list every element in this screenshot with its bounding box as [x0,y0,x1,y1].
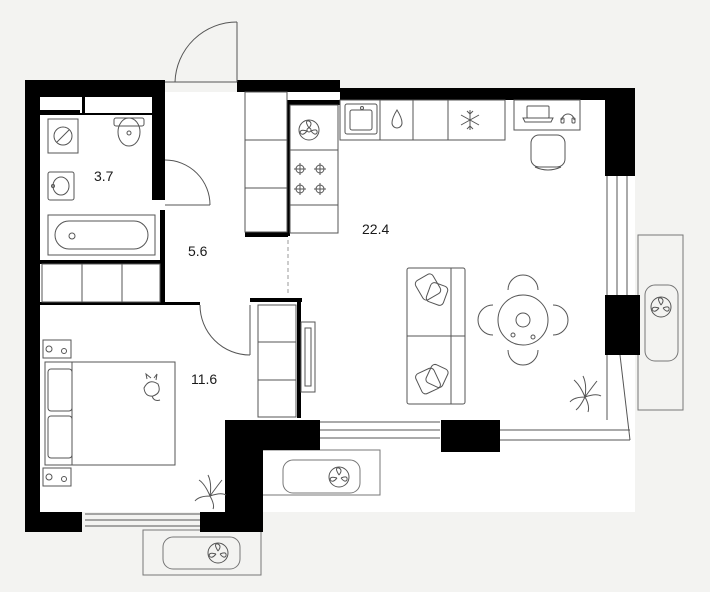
bedroom-wardrobe [41,263,161,303]
double-bed [44,361,176,466]
laptop-icon [522,105,554,123]
kitchen-sink-icon [344,103,378,135]
walls [25,80,640,532]
living-kitchen-area-label: 22.4 [362,221,389,237]
bathroom-door [164,159,211,206]
hallway-wardrobe [244,91,288,233]
fan-icon [328,466,350,488]
nightstand-top [42,339,72,359]
office-chair-icon [530,134,566,171]
entrance-door [165,21,238,83]
headphones-icon [560,113,576,124]
dining-table [477,274,569,366]
hallway-area-label: 5.6 [188,243,208,259]
water-drop-icon [391,109,403,129]
tv-unit [300,321,316,393]
desk [513,99,581,131]
bedroom-area-label: 11.6 [191,371,217,387]
snowflake-icon [460,110,480,130]
balcony-bottom-left [142,529,262,576]
fan-icon [298,119,320,141]
bathtub-icon [47,214,156,256]
fan-icon [207,542,229,564]
sofa [406,267,466,405]
cat-icon [143,372,161,401]
sink-icon [47,171,75,201]
hallway-lower-wardrobe [257,304,297,418]
balcony-right [637,234,684,411]
bedroom-door [199,304,251,356]
plant-icon [194,474,227,510]
interior-walls [40,92,340,418]
bathroom-area-label: 3.7 [94,168,114,184]
stove-icon [294,163,326,195]
plant-icon [569,375,602,413]
fan-icon [650,296,672,318]
washing-machine-icon [47,118,79,154]
toilet-icon [113,117,145,147]
kitchen-counter [289,99,506,234]
nightstand-bottom [42,467,72,487]
